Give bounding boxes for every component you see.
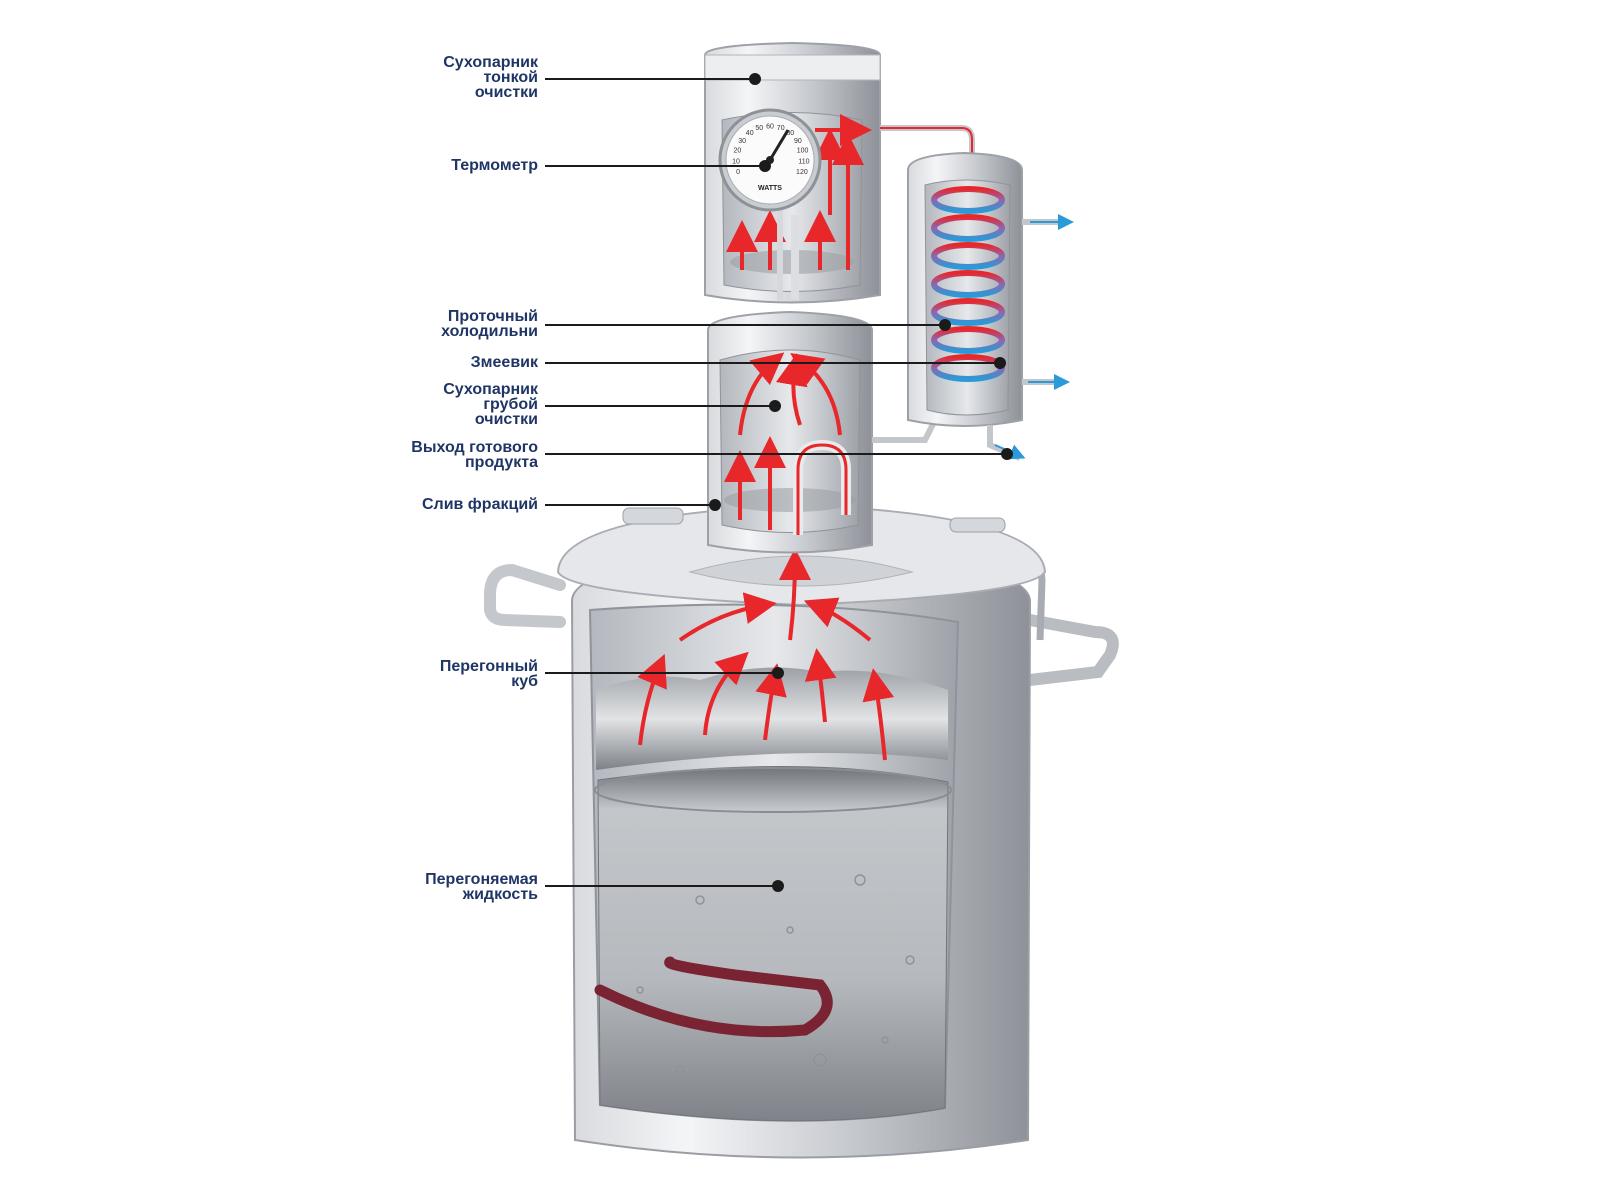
coil-turn (931, 214, 1005, 242)
label-coil: Змеевик (470, 354, 538, 371)
thermometer-brand: WATTS (758, 185, 782, 192)
label-distilled-liquid: Перегоняемая жидкость (425, 871, 538, 903)
thermometer-tick-label: 60 (766, 124, 774, 131)
thermometer-tick-label: 20 (734, 148, 742, 155)
coil-spiral (931, 186, 1005, 382)
label-product-outlet: Выход готового продукта (411, 439, 538, 471)
thermometer-tick-label: 110 (798, 159, 809, 166)
thermometer-tick-label: 70 (777, 125, 785, 132)
flow-cooler-vessel (907, 151, 1074, 461)
still-pot-body (484, 503, 1119, 1159)
thermometer-tick-label: 100 (797, 148, 809, 155)
thermometer-tick-label: 80 (786, 130, 794, 137)
label-thermometer: Термометр (451, 157, 538, 174)
pot-vapor-arrows (637, 548, 895, 761)
coil-turn (931, 326, 1005, 354)
label-coarse-dry-steamer: Сухопарник грубой очистки (443, 381, 538, 428)
coil-turn (931, 298, 1005, 326)
coil-turn (931, 242, 1005, 270)
coil-turn (931, 186, 1005, 214)
label-fraction-drain: Слив фракций (421, 496, 538, 513)
thermometer-tick-label: 50 (755, 125, 763, 132)
label-still-pot: Перегонный куб (439, 658, 538, 690)
thermometer-tick-label: 0 (736, 169, 740, 176)
thermometer-tick-label: 120 (796, 169, 808, 176)
thermometer-tick-label: 90 (794, 138, 802, 145)
leader-lines (545, 73, 1013, 892)
thermometer-tick-label: 30 (738, 138, 746, 145)
label-flow-cooler: Проточный холодильни (441, 308, 538, 340)
label-fine-dry-steamer: Сухопарник тонкой очистки (443, 54, 538, 101)
fine-steamer-arrows (726, 114, 872, 270)
coil-turn (931, 270, 1005, 298)
thermometer-tick-label: 40 (746, 130, 754, 137)
coarse-dry-steamer-vessel (707, 310, 938, 554)
coarse-steamer-arrows (724, 352, 842, 530)
thermometer-tick-label: 10 (732, 159, 740, 166)
